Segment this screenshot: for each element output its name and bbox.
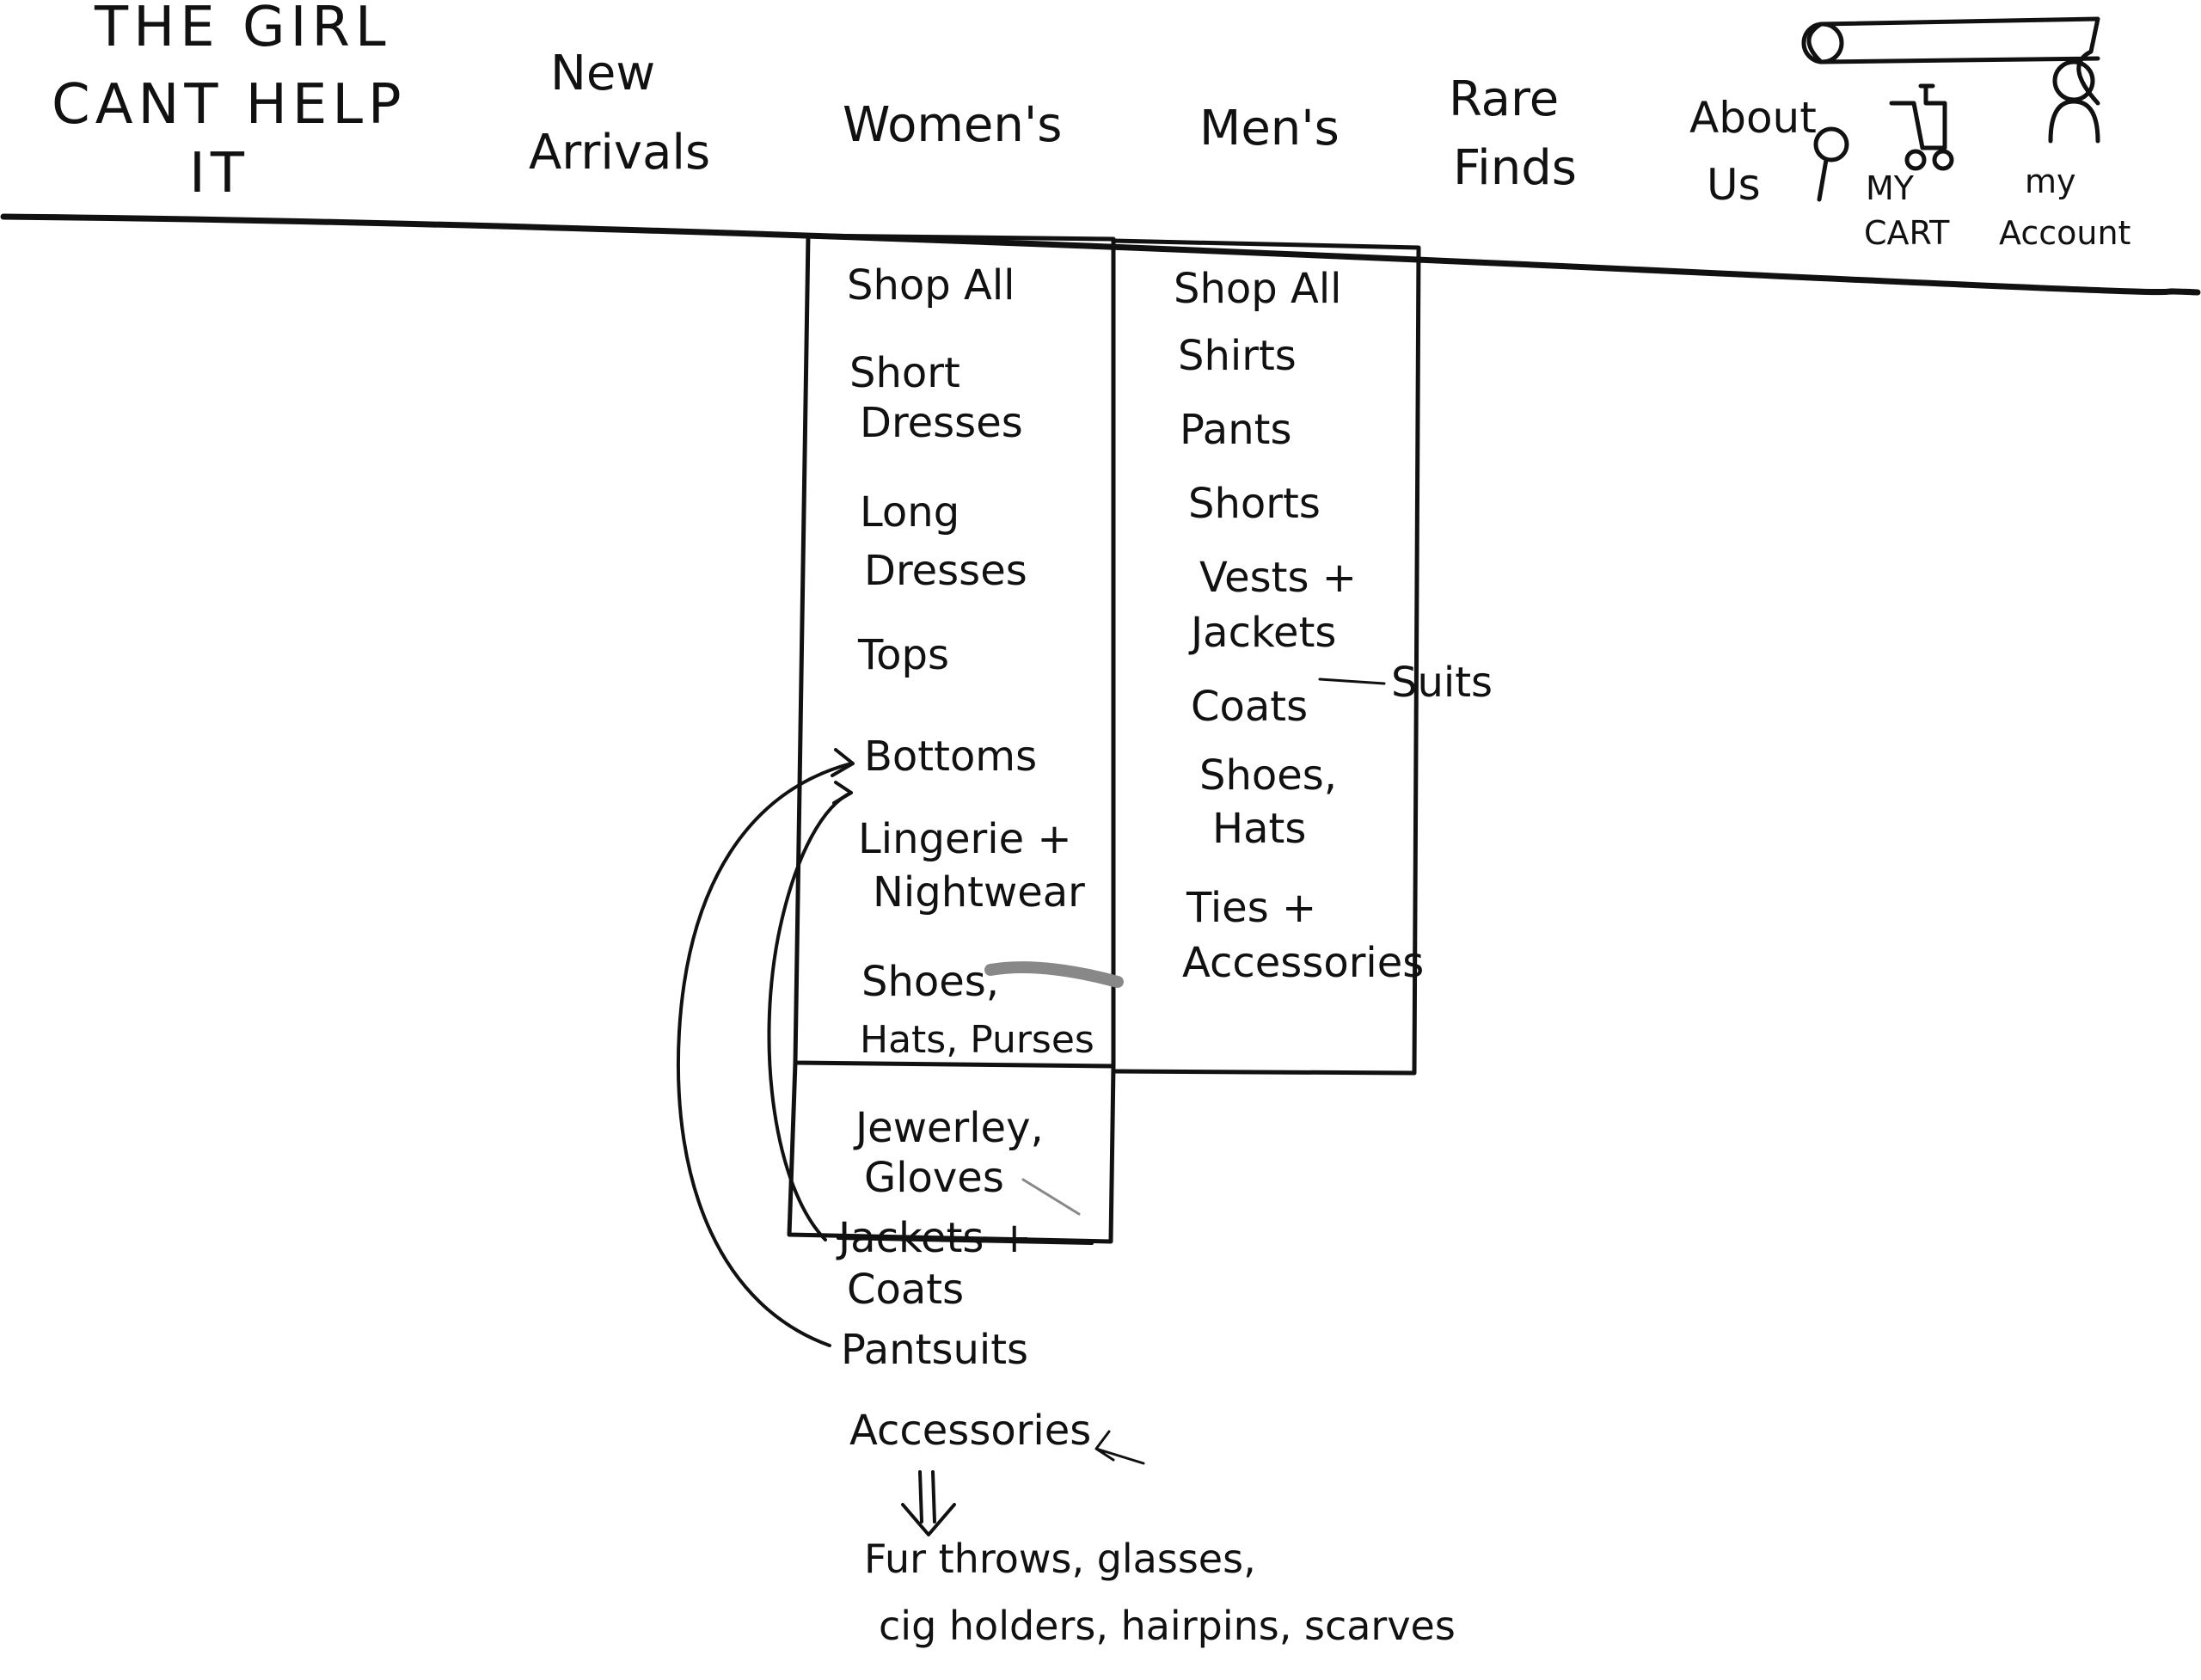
account-icon: [2052, 59, 2095, 102]
strike-jackets: [837, 1236, 1094, 1245]
scribble-1: [984, 961, 1124, 988]
womens-item-bottoms[interactable]: Bottoms: [864, 733, 1038, 781]
nav-cart-line-2[interactable]: CART: [1864, 214, 1950, 252]
mens-item-shoes-hats-line-2[interactable]: Hats: [1212, 805, 1307, 853]
nav-new-arrivals-line-1[interactable]: New: [550, 46, 656, 101]
womens-item-shoes-line-1[interactable]: Shoes,: [861, 958, 1000, 1006]
header-divider: [0, 213, 2201, 296]
arrow-accessories: [1094, 1430, 1145, 1465]
mens-item-shirts[interactable]: Shirts: [1178, 332, 1297, 380]
womens-pantsuits[interactable]: Pantsuits: [841, 1326, 1029, 1374]
brand-line-3[interactable]: IT: [189, 142, 249, 205]
about-icon: [1813, 126, 1849, 162]
scribble-2: [1021, 1178, 1081, 1216]
mens-item-shorts[interactable]: Shorts: [1188, 480, 1321, 528]
mens-item-coats[interactable]: Coats: [1191, 683, 1309, 731]
womens-extra-jewelry-line-1[interactable]: Jewerley,: [855, 1104, 1044, 1152]
womens-item-shop-all[interactable]: Shop All: [847, 261, 1015, 310]
arrowhead-bottoms-1: [831, 748, 855, 777]
mens-item-ties-accessories-line-2[interactable]: Accessories: [1182, 939, 1425, 987]
nav-about-us-line-2[interactable]: Us: [1707, 160, 1761, 210]
mens-item-vests-jackets-line-1[interactable]: Vests +: [1199, 554, 1357, 602]
womens-item-long-dresses-line-2[interactable]: Dresses: [864, 547, 1027, 595]
mens-side-note-suits[interactable]: Suits: [1391, 659, 1493, 707]
nav-cart-line-1[interactable]: MY: [1866, 169, 1914, 207]
arrow-down-detail: [901, 1470, 956, 1536]
mens-item-pants[interactable]: Pants: [1180, 406, 1292, 454]
brand-line-2[interactable]: CANT HELP: [52, 73, 407, 137]
womens-item-lingerie-line-1[interactable]: Lingerie +: [858, 815, 1072, 863]
accessories-detail-line-2: cig holders, hairpins, scarves: [879, 1603, 1456, 1649]
mens-item-vests-jackets-line-2[interactable]: Jackets: [1191, 609, 1337, 657]
arrow-pantsuits-to-bottoms: [677, 762, 853, 1347]
nav-rare-finds-line-2[interactable]: Finds: [1453, 140, 1577, 196]
brand-line-1[interactable]: THE GIRL: [95, 0, 391, 59]
mens-item-shoes-hats-line-1[interactable]: Shoes,: [1199, 751, 1338, 800]
arrowhead-bottoms-2: [832, 781, 853, 805]
womens-jackets-coats-line-2[interactable]: Coats: [847, 1266, 965, 1314]
nav-mens[interactable]: Men's: [1199, 101, 1340, 156]
accessories-detail-line-1: Fur throws, glasses,: [864, 1536, 1256, 1582]
nav-new-arrivals-line-2[interactable]: Arrivals: [529, 125, 711, 181]
scroll-pill-icon: [1806, 16, 2100, 106]
suits-connector: [1318, 678, 1386, 685]
womens-item-lingerie-line-2[interactable]: Nightwear: [873, 868, 1085, 917]
womens-extra-jewelry-line-2[interactable]: Gloves: [864, 1154, 1004, 1202]
nav-account-line-2[interactable]: Account: [1999, 214, 2131, 252]
womens-item-tops[interactable]: Tops: [858, 631, 950, 679]
womens-accessories[interactable]: Accessories: [849, 1407, 1092, 1455]
nav-womens[interactable]: Women's: [843, 97, 1063, 153]
womens-item-shoes-line-2[interactable]: Hats, Purses: [860, 1018, 1094, 1062]
mens-menu-box: [1111, 238, 1421, 1076]
womens-item-short-dresses-line-2[interactable]: Dresses: [860, 399, 1023, 447]
mens-item-shop-all[interactable]: Shop All: [1174, 265, 1342, 313]
arrow-jackets-to-bottoms: [767, 791, 853, 1242]
nav-about-us-line-1[interactable]: About: [1689, 93, 1817, 143]
nav-account-line-1[interactable]: my: [2025, 162, 2076, 200]
nav-rare-finds-line-1[interactable]: Rare: [1449, 71, 1560, 127]
cart-icon: [1889, 83, 1947, 150]
womens-jackets-coats-line-1[interactable]: Jackets +: [838, 1214, 1032, 1262]
womens-item-long-dresses-line-1[interactable]: Long: [860, 488, 960, 536]
womens-extra-box: [787, 1060, 1116, 1244]
mens-item-ties-accessories-line-1[interactable]: Ties +: [1186, 884, 1317, 932]
womens-item-short-dresses-line-1[interactable]: Short: [849, 349, 960, 397]
